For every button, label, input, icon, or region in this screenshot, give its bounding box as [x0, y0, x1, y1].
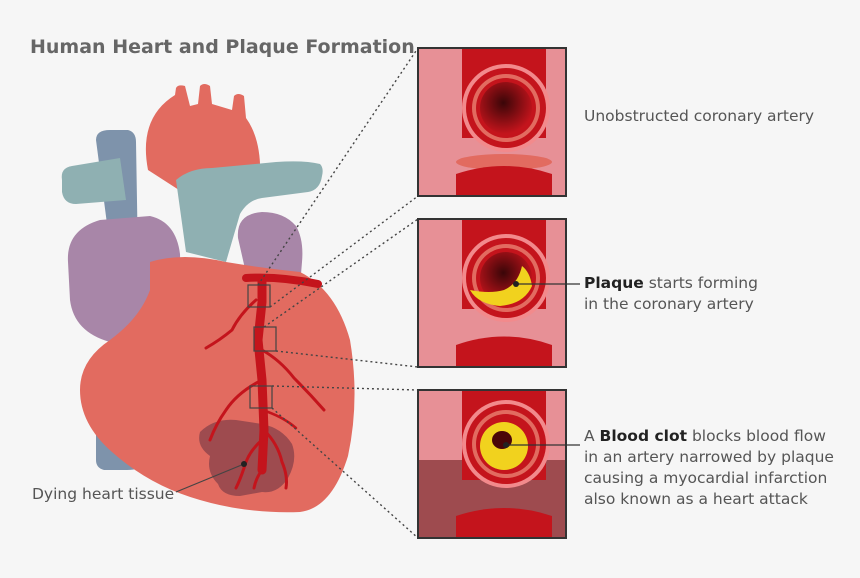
panel-clot: [418, 390, 566, 538]
plaque-pointer-dot: [513, 281, 519, 287]
caption-plaque-line1: starts forming: [643, 274, 758, 292]
clot-pointer-dot: [503, 442, 509, 448]
callout-box-3: [249, 385, 273, 409]
caption-dying-tissue: Dying heart tissue: [32, 484, 174, 505]
connector-lines: [257, 47, 419, 539]
caption-unobstructed: Unobstructed coronary artery: [584, 106, 814, 127]
pulmonary-trunk: [176, 161, 323, 262]
heart-illustration: [61, 84, 355, 513]
caption-clot-bold: Blood clot: [599, 427, 688, 445]
caption-clot-line2: in an artery narrowed by plaque: [584, 448, 834, 466]
panel-unobstructed: [418, 48, 566, 196]
caption-clot-line4: also known as a heart attack: [584, 490, 808, 508]
callout-box-1: [247, 284, 271, 308]
caption-clot-line1: blocks blood flow: [687, 427, 826, 445]
diagram-title: Human Heart and Plaque Formation: [30, 36, 415, 58]
caption-plaque: Plaque starts forming in the coronary ar…: [584, 273, 758, 315]
caption-clot-line3: causing a myocardial infarction: [584, 469, 828, 487]
caption-dying-tissue-text: Dying heart tissue: [32, 485, 175, 503]
caption-unobstructed-text: Unobstructed coronary artery: [584, 107, 815, 125]
caption-plaque-bold: Plaque: [584, 274, 644, 292]
dying-tissue-dot: [241, 461, 247, 467]
coronary-artery: [204, 273, 326, 490]
pulmonary-artery-left: [61, 158, 126, 204]
panel-1-frame: [417, 47, 567, 197]
plaque-deposit: [470, 266, 532, 306]
caption-plaque-line2: in the coronary artery: [584, 295, 754, 313]
panel-plaque: [418, 219, 566, 367]
blood-clot: [492, 431, 512, 449]
panel-3-frame: [417, 389, 567, 539]
caption-clot: A Blood clot blocks blood flow in an art…: [584, 426, 854, 510]
caption-clot-prefix: A: [584, 427, 600, 445]
panel-2-frame: [417, 218, 567, 368]
dying-tissue-pointer: [175, 463, 245, 493]
